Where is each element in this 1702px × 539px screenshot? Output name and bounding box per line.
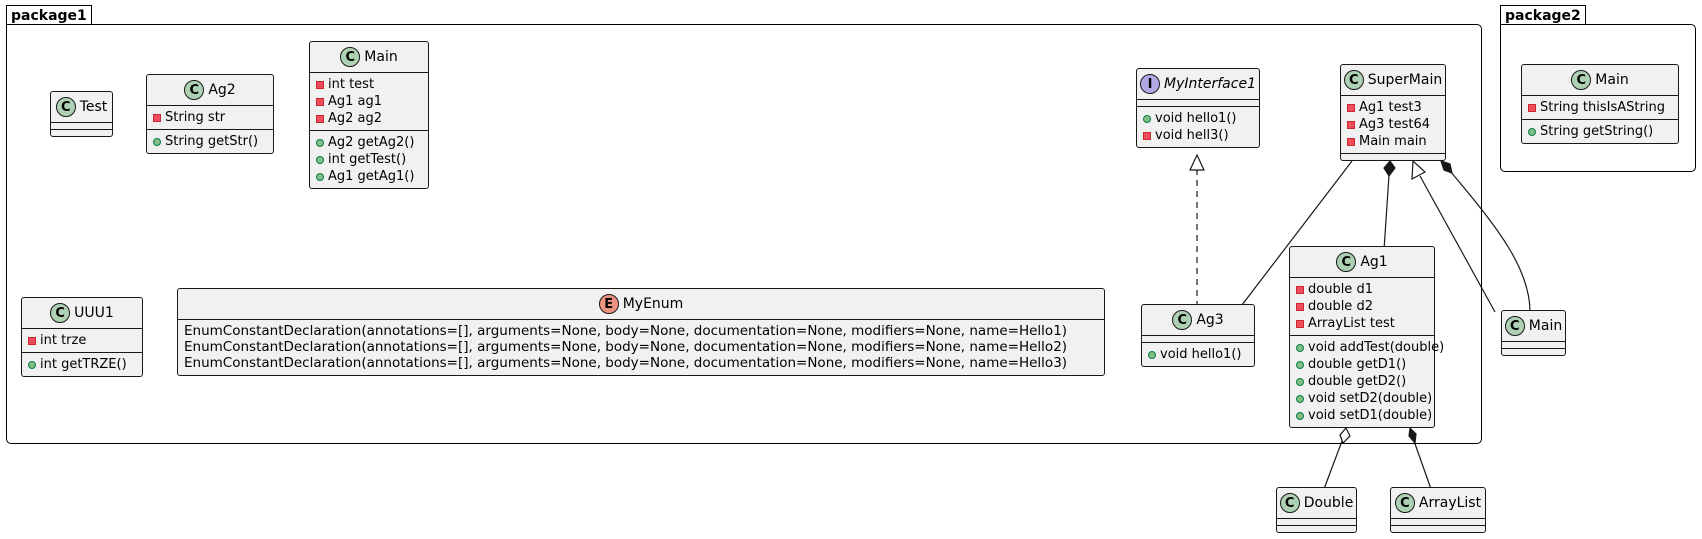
field-row: Ag1 ag1	[310, 93, 428, 110]
method-row: void addTest(double)	[1290, 339, 1444, 356]
class-badge-icon: C	[1336, 252, 1357, 272]
field-row: Main main	[1341, 133, 1445, 150]
class-badge-icon: C	[55, 97, 76, 117]
aggregation-ag1-double	[1323, 440, 1343, 490]
interface-name: MyInterface1	[1164, 76, 1256, 92]
method-row: double getD1()	[1290, 356, 1434, 373]
method-row: void setD2(double)	[1290, 390, 1434, 407]
composition-diamond	[1383, 160, 1396, 178]
enum-constant: EnumConstantDeclaration(annotations=[], …	[184, 323, 1068, 339]
class-name: Ag3	[1196, 312, 1224, 328]
field-row: String str	[147, 109, 273, 126]
class-badge-icon: C	[1172, 310, 1193, 330]
association-supermain-ag3	[1231, 160, 1353, 319]
method-row: void hell3()	[1137, 127, 1259, 144]
class-badge-icon: C	[50, 303, 71, 323]
package1-tab: package1	[6, 5, 92, 25]
realization-arrowhead	[1189, 153, 1205, 171]
method-row: int getTest()	[310, 151, 428, 168]
field-row: int test	[310, 76, 428, 93]
class-name: Ag2	[208, 82, 236, 98]
field-row: double d2	[1290, 298, 1434, 315]
class-name: Main	[1528, 318, 1563, 334]
class-name: UUU1	[74, 305, 114, 321]
enum-name: MyEnum	[622, 296, 684, 312]
method-row: String getString()	[1522, 123, 1678, 140]
composition-ag1-arraylist	[1413, 440, 1432, 490]
class-badge-icon: C	[1279, 493, 1300, 513]
class-badge-icon: C	[1343, 70, 1364, 90]
method-row: Ag1 getAg1()	[310, 168, 428, 185]
field-row: int trze	[22, 332, 142, 349]
package2-tab: package2	[1500, 5, 1586, 25]
method-row: void hello1()	[1137, 110, 1259, 127]
class-badge-icon: C	[184, 80, 205, 100]
enum-badge-icon: E	[598, 294, 619, 314]
package1	[6, 24, 1482, 444]
field-row: Ag3 test64	[1341, 116, 1445, 133]
class-name: ArrayList	[1418, 495, 1482, 511]
generalization-arrowhead	[1411, 159, 1427, 181]
class-name: Ag1	[1360, 254, 1388, 270]
enum-constant: EnumConstantDeclaration(annotations=[], …	[184, 355, 1068, 371]
composition-supermain-ag1	[1383, 174, 1390, 251]
composition-diamond	[1440, 160, 1453, 174]
class-name: Main	[1595, 72, 1629, 88]
class-badge-icon: C	[1571, 70, 1592, 90]
method-row: int getTRZE()	[22, 356, 142, 373]
field-row: String thisIsAString	[1522, 99, 1678, 116]
class-name: Test	[79, 99, 108, 115]
field-row: ArrayList test	[1290, 315, 1434, 332]
class-badge-icon: C	[1394, 493, 1415, 513]
generalization-main-supermain	[1419, 175, 1496, 313]
package2	[1500, 24, 1696, 172]
class-badge-icon: C	[340, 47, 361, 67]
class-badge-icon: C	[1504, 316, 1525, 336]
method-row: void hello1()	[1142, 346, 1254, 363]
interface-badge-icon: I	[1140, 74, 1161, 94]
field-row: Ag1 test3	[1341, 99, 1445, 116]
method-row: String getStr()	[147, 133, 273, 150]
field-row: Ag2 ag2	[310, 110, 428, 127]
method-row: void setD1(double)	[1290, 407, 1434, 424]
class-name: SuperMain	[1367, 72, 1443, 88]
class-name: Main	[364, 49, 398, 65]
method-row: double getD2()	[1290, 373, 1434, 390]
field-row: double d1	[1290, 281, 1434, 298]
class-name: Double	[1303, 495, 1354, 511]
composition-supermain-main	[1449, 170, 1531, 313]
enum-constant: EnumConstantDeclaration(annotations=[], …	[184, 339, 1068, 355]
method-row: Ag2 getAg2()	[310, 134, 428, 151]
